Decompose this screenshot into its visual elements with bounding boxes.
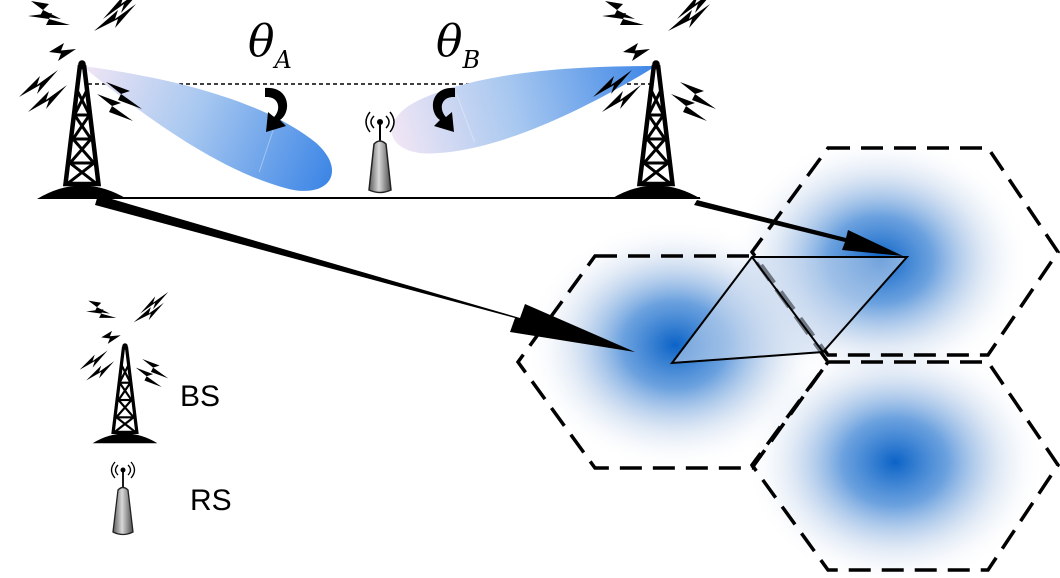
rhombus-diagonal [751,256,824,353]
theta-a-label: θA [248,16,292,74]
base-station-tower-icon [19,0,142,199]
base-station-tower-icon [593,0,716,199]
theta-b-label: θB [436,16,480,74]
relay-station-icon [365,111,395,194]
legend-bs-label: BS [180,380,220,413]
arrow-bs-b-to-cell [694,200,903,256]
legend: BS RS [78,290,232,536]
legend-bs-icon [78,290,170,445]
arrow-bs-a-to-cell [95,195,635,352]
mapping-arrows [95,195,903,352]
beam-a [82,66,332,191]
beam-b [391,66,656,154]
legend-rs-label: RS [190,484,232,517]
cell-glow-bottom-right [745,337,1045,578]
cell-layout [515,135,1060,578]
legend-rs-icon [110,461,136,536]
curved-arrow-icon [432,87,455,132]
hex-cell-top-right [749,146,1060,357]
curved-arrow-icon [265,87,288,132]
hex-cell-left [515,254,831,470]
hex-cell-bottom-right [749,360,1060,572]
